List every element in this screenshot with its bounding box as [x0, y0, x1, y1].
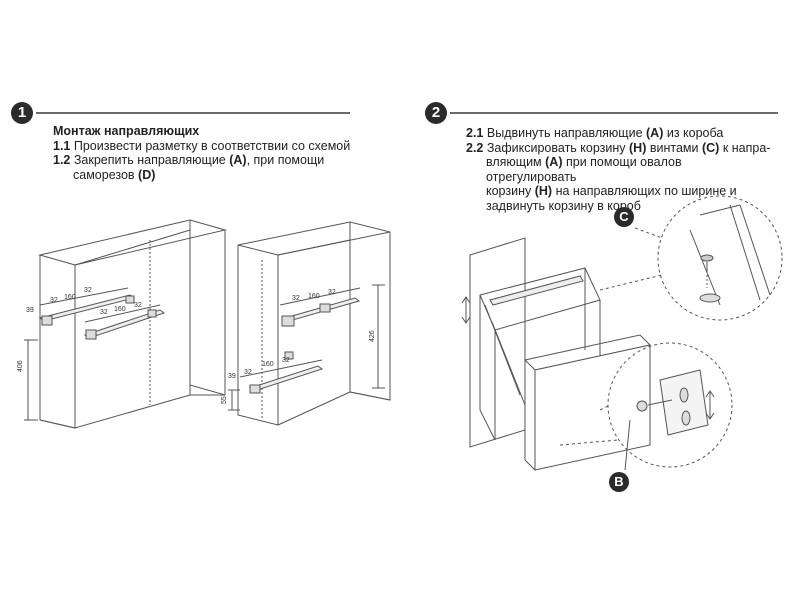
item-text: вляющим — [486, 155, 542, 169]
part-code: (A) — [646, 126, 664, 140]
item-text: винтами — [649, 140, 699, 155]
dim-label: 32 — [100, 309, 108, 316]
part-code: (A) — [545, 155, 563, 169]
step-2-item-2-line4: задвинуть корзину в короб — [486, 198, 641, 213]
item-text: Произвести разметку в соответствии со сх… — [73, 138, 351, 153]
dim-label: 160 — [114, 306, 126, 313]
item-text: саморезов — [73, 167, 135, 182]
dim-label: 39 — [26, 307, 34, 314]
item-text: корзину — [486, 184, 532, 198]
right-dimension-labels: 32 160 32 39 32 160 32 55 426 — [221, 289, 376, 404]
item-text: на направляющих по ширине и — [555, 184, 737, 198]
step-2-divider — [450, 112, 778, 114]
step-2-instructions: 2.1 Выдвинуть направляющие (A) из короба… — [466, 126, 774, 213]
step-1-item-2: 1.2 Закрепить направляющие (A), при помо… — [53, 153, 373, 168]
step-1-instructions: Монтаж направляющих 1.1 Произвести разме… — [53, 124, 373, 182]
part-code: (H) — [534, 184, 553, 198]
dim-label: 160 — [64, 294, 76, 301]
dim-label: 32 — [292, 295, 300, 302]
item-number: 1.2 — [53, 153, 71, 167]
item-number: 2.2 — [466, 140, 484, 155]
dim-label: 32 — [244, 369, 252, 376]
part-code: (D) — [138, 167, 156, 182]
step-1-heading: Монтаж направляющих — [53, 124, 200, 138]
item-text: из короба — [666, 126, 724, 140]
step-1-item-2-cont: саморезов (D) — [53, 168, 373, 183]
step-1-divider — [36, 112, 350, 114]
right-cabinet-drawing — [228, 221, 391, 426]
dim-label: 160 — [262, 361, 274, 368]
left-dimension-labels: 39 32 160 32 32 160 32 406 — [17, 287, 142, 372]
callout-b-badge: B — [609, 472, 629, 492]
dim-label: 160 — [308, 293, 320, 300]
step-2-item-2: 2.2 Зафиксировать корзину (H) винтами (C… — [466, 141, 774, 156]
part-code: (A) — [229, 153, 247, 167]
step-1-badge: 1 — [11, 102, 33, 124]
step-2-badge: 2 — [425, 102, 447, 124]
item-text: Выдвинуть направляющие — [486, 126, 643, 140]
item-number: 2.1 — [466, 126, 484, 140]
part-code: (C) — [701, 140, 720, 155]
left-cabinet-drawing — [24, 219, 227, 429]
item-text: Закрепить направляющие — [73, 153, 226, 167]
step-1-item-1: 1.1 Произвести разметку в соответствии с… — [53, 139, 373, 154]
dim-label: 32 — [84, 287, 92, 294]
dim-label: 32 — [50, 297, 58, 304]
step-2-item-2-line3: корзину (H) на направляющих по ширине и — [466, 184, 774, 199]
dim-label: 426 — [369, 330, 376, 342]
step-2-item-1: 2.1 Выдвинуть направляющие (A) из короба — [466, 126, 774, 141]
item-text: при помощи овалов отрегулировать — [486, 155, 682, 184]
item-number: 1.1 — [53, 138, 71, 153]
dim-label: 32 — [328, 289, 336, 296]
item-text: , при помощи — [246, 153, 325, 167]
dim-label: 39 — [228, 373, 236, 380]
step-2-item-2-line2: вляющим (A) при помощи овалов отрегулиро… — [466, 155, 774, 184]
item-text: Зафиксировать корзину — [486, 140, 626, 155]
dim-label: 32 — [282, 357, 290, 364]
dim-label: 55 — [221, 396, 228, 404]
part-code: (H) — [629, 140, 647, 155]
dim-label: 406 — [17, 360, 24, 372]
basket-install-drawing — [461, 195, 783, 471]
dim-label: 32 — [134, 302, 142, 309]
item-text: к напра- — [722, 140, 771, 155]
callout-c-badge: C — [614, 207, 634, 227]
